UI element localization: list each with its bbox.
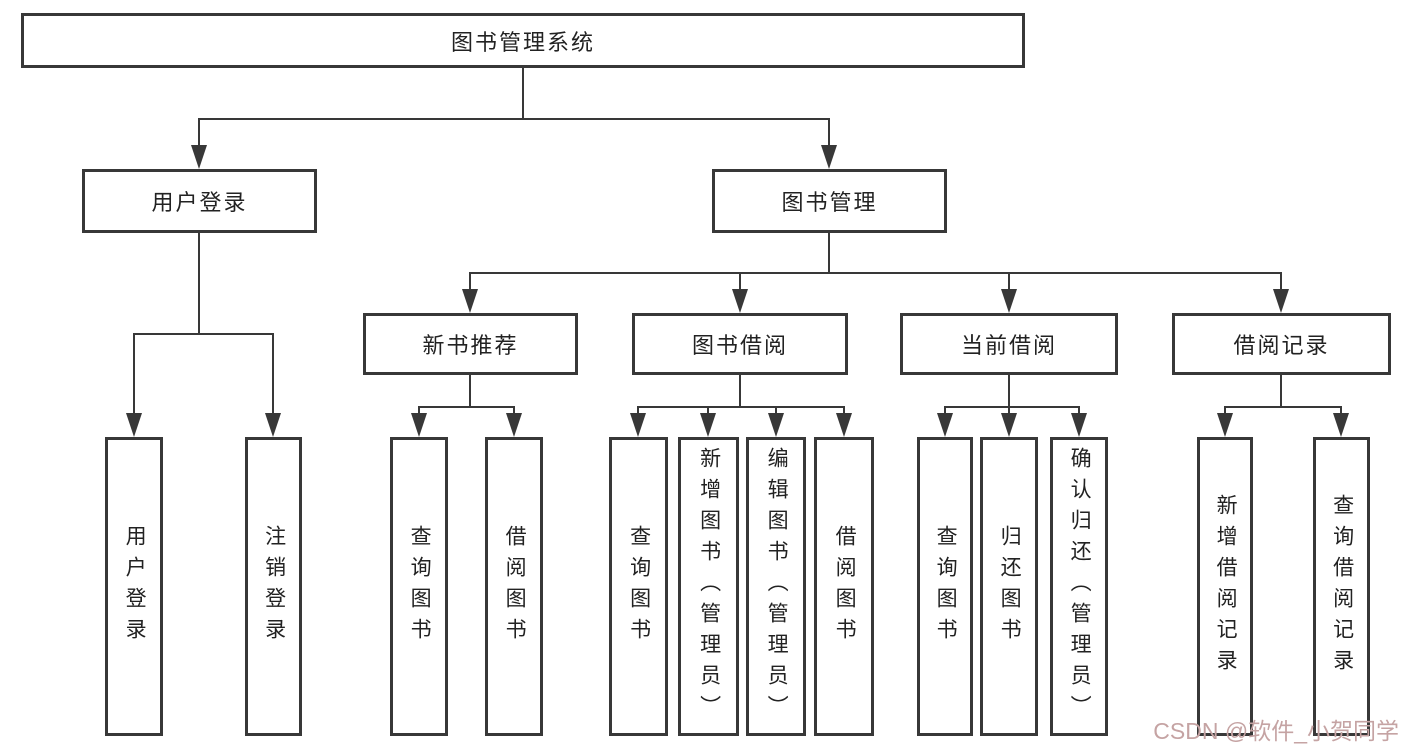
leaf-label: 查询图书 [408, 524, 432, 649]
leaf-query-borrow-record: 查询借阅记录 [1313, 437, 1370, 736]
arrowhead-icon [191, 145, 207, 169]
node-book-borrowing: 图书借阅 [632, 313, 848, 375]
connector-line [739, 272, 741, 291]
arrowhead-icon [411, 413, 427, 437]
connector-line [944, 406, 1080, 408]
connector-line [1008, 406, 1010, 415]
node-current-borrowing: 当前借阅 [900, 313, 1118, 375]
node-library-management-system: 图书管理系统 [21, 13, 1025, 68]
node-label: 图书管理 [781, 190, 878, 215]
arrowhead-icon [768, 413, 784, 437]
arrowhead-icon [836, 413, 852, 437]
arrowhead-icon [462, 289, 478, 313]
connector-line [522, 68, 524, 118]
node-label: 图书借阅 [691, 333, 788, 358]
arrowhead-icon [732, 289, 748, 313]
connector-line [1224, 406, 1342, 408]
node-new-book-recommendation: 新书推荐 [363, 313, 578, 375]
connector-line [418, 406, 420, 415]
connector-line [1078, 406, 1080, 415]
connector-line [272, 333, 274, 415]
leaf-label: 查询借阅记录 [1330, 493, 1354, 680]
connector-line [1008, 272, 1010, 291]
leaf-edit-books-admin: 编辑图书（管理员） [746, 437, 806, 736]
node-user-login: 用户登录 [82, 169, 317, 233]
arrowhead-icon [1333, 413, 1349, 437]
connector-line [828, 233, 830, 274]
arrowhead-icon [821, 145, 837, 169]
leaf-add-books-admin: 新增图书（管理员） [678, 437, 739, 736]
connector-line [1280, 375, 1282, 408]
node-book-management: 图书管理 [712, 169, 947, 233]
leaf-return-books: 归还图书 [980, 437, 1038, 736]
connector-line [843, 406, 845, 415]
connector-line [944, 406, 946, 415]
connector-line [1224, 406, 1226, 415]
arrowhead-icon [265, 413, 281, 437]
connector-line [469, 272, 1282, 274]
leaf-label: 借阅图书 [833, 524, 857, 649]
leaf-borrow-books-recommend: 借阅图书 [485, 437, 543, 736]
arrowhead-icon [1001, 413, 1017, 437]
leaf-query-books-recommend: 查询图书 [390, 437, 448, 736]
leaf-query-books-borrowing: 查询图书 [609, 437, 668, 736]
leaf-label: 借阅图书 [503, 524, 527, 649]
leaf-label: 新增图书（管理员） [697, 447, 721, 726]
leaf-label: 归还图书 [998, 524, 1022, 649]
arrowhead-icon [1071, 413, 1087, 437]
leaf-label: 新增借阅记录 [1214, 493, 1238, 680]
leaf-label: 用户登录 [123, 524, 147, 649]
leaf-borrow-books-borrowing: 借阅图书 [814, 437, 874, 736]
leaf-label: 注销登录 [262, 524, 286, 649]
arrowhead-icon [700, 413, 716, 437]
connector-line [828, 118, 830, 148]
connector-line [418, 406, 515, 408]
connector-line [133, 333, 135, 415]
connector-line [198, 118, 830, 120]
arrowhead-icon [126, 413, 142, 437]
connector-line [707, 406, 709, 415]
node-borrowing-records: 借阅记录 [1172, 313, 1391, 375]
leaf-label: 查询图书 [934, 524, 958, 649]
arrowhead-icon [630, 413, 646, 437]
leaf-label: 查询图书 [627, 524, 651, 649]
connector-line [1280, 272, 1282, 291]
arrowhead-icon [937, 413, 953, 437]
connector-line [198, 233, 200, 335]
arrowhead-icon [1273, 289, 1289, 313]
leaf-confirm-return-admin: 确认归还（管理员） [1050, 437, 1108, 736]
leaf-query-books-current: 查询图书 [917, 437, 973, 736]
connector-line [469, 375, 471, 408]
node-label: 新书推荐 [422, 333, 519, 358]
leaf-label: 确认归还（管理员） [1068, 447, 1092, 726]
connector-line [1340, 406, 1342, 415]
leaf-add-borrow-record: 新增借阅记录 [1197, 437, 1253, 736]
connector-line [198, 118, 200, 148]
connector-line [739, 375, 741, 408]
connector-line [775, 406, 777, 415]
arrowhead-icon [1217, 413, 1233, 437]
connector-line [1008, 375, 1010, 408]
connector-line [637, 406, 639, 415]
connector-line [469, 272, 471, 291]
node-label: 用户登录 [151, 190, 248, 215]
watermark: CSDN @软件_小贺同学 [1153, 718, 1399, 744]
connector-line [513, 406, 515, 415]
node-label: 借阅记录 [1233, 333, 1330, 358]
node-label: 当前借阅 [960, 333, 1057, 358]
leaf-logout: 注销登录 [245, 437, 302, 736]
arrowhead-icon [1001, 289, 1017, 313]
node-label: 图书管理系统 [450, 29, 595, 55]
leaf-user-login: 用户登录 [105, 437, 163, 736]
connector-line [133, 333, 274, 335]
leaf-label: 编辑图书（管理员） [765, 447, 789, 726]
connector-line [637, 406, 845, 408]
arrowhead-icon [506, 413, 522, 437]
